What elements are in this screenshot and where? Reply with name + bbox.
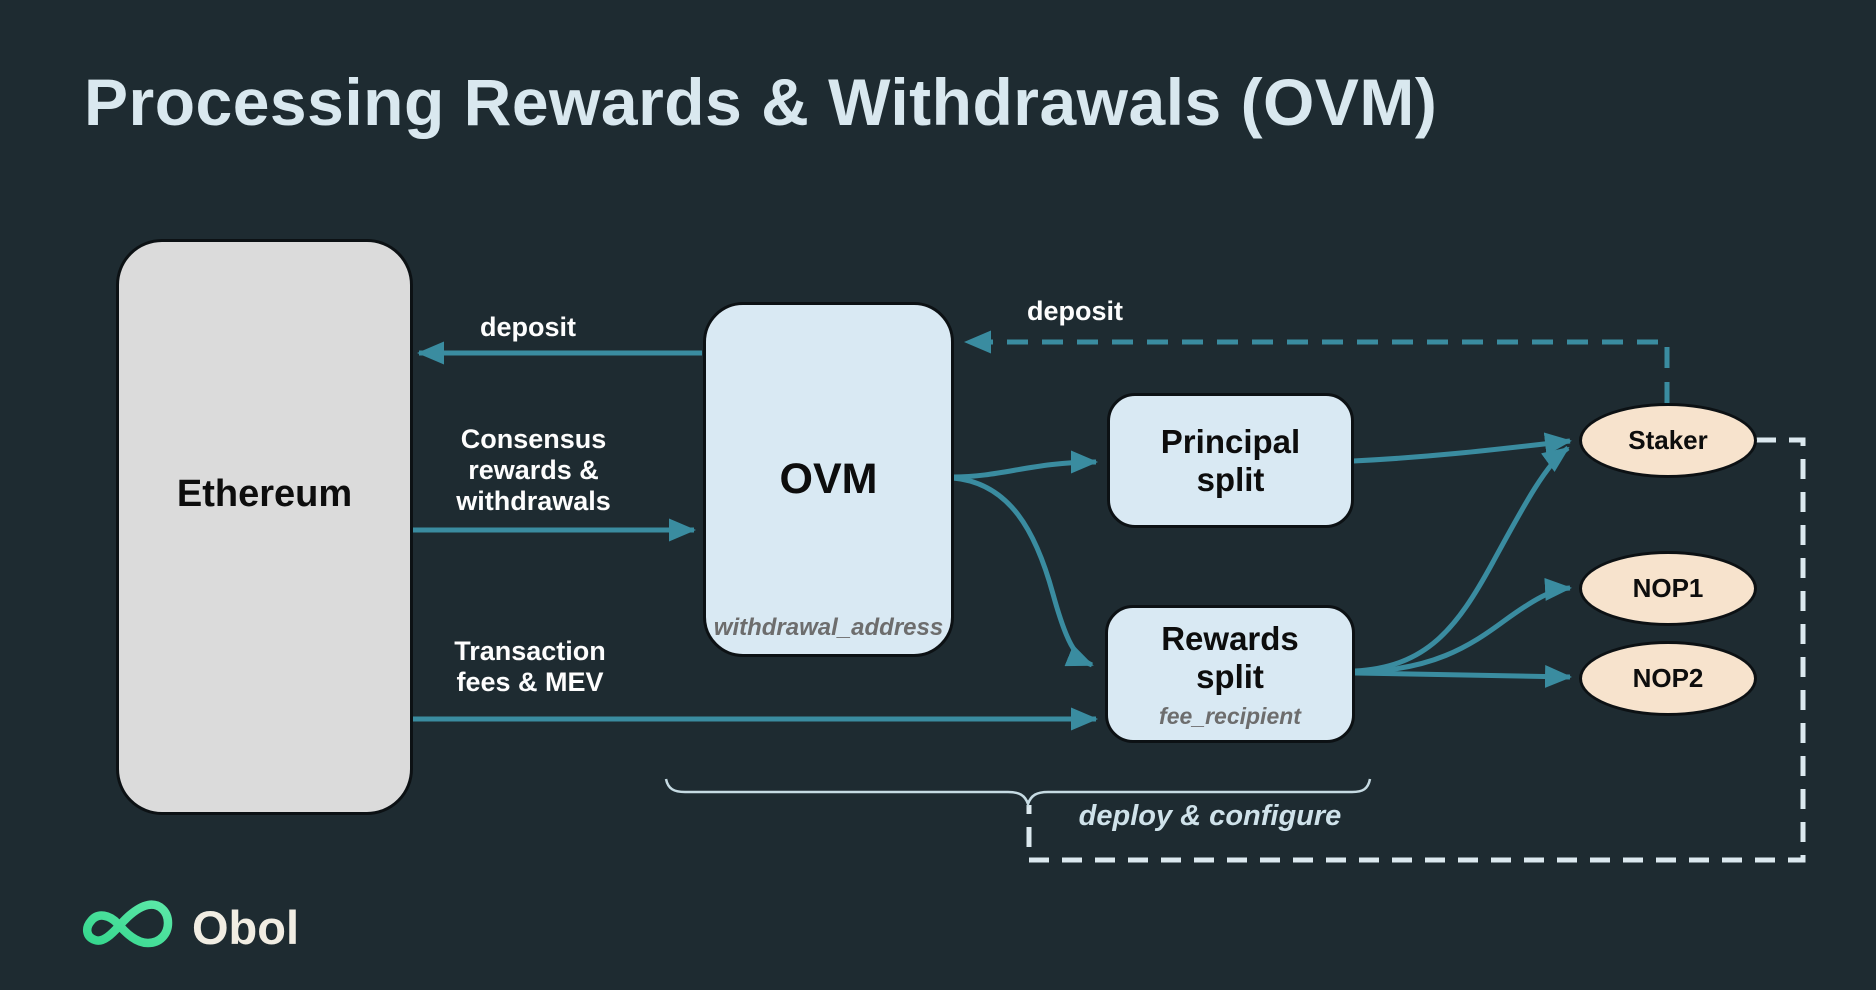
- arrow-ovm-to-rewards: [952, 475, 1094, 668]
- node-ethereum: Ethereum: [116, 239, 413, 815]
- node-nop2-label: NOP2: [1632, 663, 1704, 693]
- node-ovm-label: OVM: [779, 455, 878, 503]
- node-ethereum-label: Ethereum: [176, 472, 353, 515]
- node-staker-label: Staker: [1628, 425, 1708, 455]
- node-ovm-sublabel: withdrawal_address: [713, 614, 944, 641]
- obol-logo: Obol: [80, 895, 299, 961]
- node-rewards-split: Rewards split fee_recipient: [1105, 605, 1355, 743]
- node-principal-split-label: Principal split: [1160, 422, 1301, 498]
- node-ovm: OVM withdrawal_address: [703, 302, 954, 657]
- page-title: Processing Rewards & Withdrawals (OVM): [84, 65, 1438, 139]
- node-nop1: NOP1: [1579, 551, 1757, 626]
- arrow-rewards-to-nop1: [1354, 577, 1572, 675]
- node-staker: Staker: [1579, 403, 1757, 478]
- node-principal-split: Principal split: [1107, 393, 1354, 528]
- edge-label-transaction-fees-mev: Transaction fees & MEV: [454, 636, 606, 697]
- edge-label-deploy-configure: deploy & configure: [1078, 800, 1342, 832]
- edge-label-consensus-rewards-withdrawals: Consensus rewards & withdrawals: [456, 424, 611, 516]
- node-nop2: NOP2: [1579, 641, 1757, 716]
- arrow-rewards-to-nop2: [1354, 665, 1572, 688]
- node-nop1-label: NOP1: [1632, 573, 1704, 603]
- node-rewards-split-sublabel: fee_recipient: [1159, 703, 1301, 729]
- arrow-rewards-to-staker: [1354, 445, 1570, 674]
- node-rewards-split-label: Rewards split: [1161, 620, 1299, 695]
- obol-infinity-icon: [83, 900, 173, 948]
- edge-label-deposit-right: deposit: [1026, 296, 1123, 326]
- arrow-ovm-to-principal: [952, 450, 1098, 480]
- edge-label-deposit-left: deposit: [479, 312, 576, 342]
- obol-logo-text: Obol: [192, 901, 300, 954]
- arrow-principal-to-staker: [1352, 432, 1572, 464]
